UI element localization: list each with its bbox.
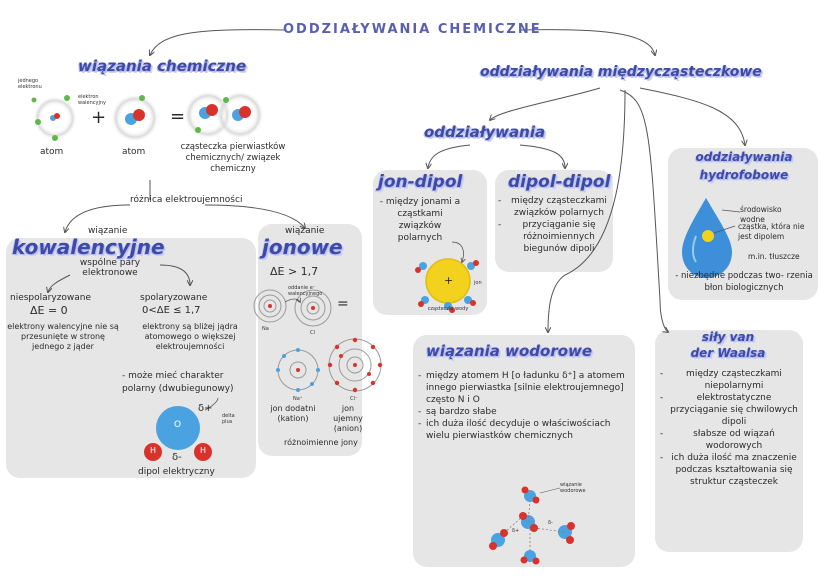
list-item: między atomem H [o ładunku δ⁺] a atomem … [418,370,630,406]
cl-ion-label: Cl⁻ [350,396,358,402]
plus-sign: + [91,107,107,128]
page-title: ODDZIAŁYWANIA CHEMICZNE [283,22,542,37]
hydrophobic-example: m.in. tłuszcze [748,252,800,261]
atom-1-electron [64,95,70,101]
electronegativity-label: różnica elektroujemności [130,195,243,205]
covalent-pre-label: wiązanie [88,226,128,236]
ion-dipole-desc: - między jonami a cząstkami związków pol… [379,197,461,243]
na-label: Na [262,326,269,332]
ionic-equals: = [337,296,349,312]
ionic-pre-label: wiązanie [285,226,325,236]
ion-name-note: jon [474,280,482,286]
interactions-subheading: oddziaływania [424,123,546,141]
atom-1-nucleus-red [54,113,60,119]
molecule-nucleus-red [206,104,218,116]
list-item: między cząsteczkami niepolarnymi [660,368,800,392]
molecule-label: cząsteczka pierwiastków chemicznych/ zwi… [180,142,286,174]
water-cluster [489,486,575,565]
dipole-dipole-heading: dipol-dipol [508,172,611,192]
atom-1-electron [31,97,37,103]
oxygen-label: O [174,420,182,430]
delta-plus-label: δ+ [198,403,213,414]
hydrophobic-desc: - niezbędne podczas two- rzenia błon bio… [675,271,813,293]
hb-delta-plus: δ+ [512,528,520,534]
cl-label: Cl [310,330,315,336]
arrow-title-left [150,29,286,55]
nonpolar-particle-label: cząstka, która nie jest dipolem [738,222,805,241]
intermolecular-heading: oddziaływania międzycząsteczkowe [480,64,762,80]
list-item: między cząsteczkami związków polarnych [498,195,612,219]
covalent-panel [6,238,256,478]
atom-2-electron [139,95,145,101]
list-item: przyciąganie się różnoimiennych biegunów… [498,219,612,255]
nonpolar-particle [702,230,714,242]
character-note: - może mieć charakter polarny (dwubiegun… [122,371,234,394]
molecule-electron [195,127,201,133]
atom-2-nucleus-red [133,109,145,121]
water-molecules-note: cząsteczki wody [427,306,469,312]
covalent-heading: kowalencyjne [12,235,165,259]
dipole-label: dipol elektryczny [138,467,215,477]
atom-label-2: atom [122,147,146,157]
na-ion-electrons [276,348,320,392]
anion-label: jon ujemny (anion) [333,404,363,433]
partial-charge-note: delta plus [222,413,235,425]
atom-1-electron [35,119,41,125]
atom-1-electron [52,135,58,141]
ionic-formula: ΔE > 1,7 [270,265,319,278]
atom-label-1: atom [40,147,64,157]
vdw-list: między cząsteczkami niepolarnymi elektro… [660,368,800,488]
na-ion-label: Na⁺ [293,396,303,402]
ions-note: różnoimienne jony [284,438,358,447]
dipole-dipole-list: między cząsteczkami związków polarnych p… [498,195,612,255]
molecule-nucleus-red [239,106,251,118]
list-item: są bardzo słabe [418,406,630,418]
water-env-label: środowisko wodne [740,205,782,224]
vdw-heading-2: der Waalsa [690,346,766,360]
shared-pairs-label: wspólne pary elektronowe [79,258,141,278]
molecule-electron [223,97,229,103]
nonpolar-title: niespolaryzowane [10,293,92,303]
nonpolar-formula: ΔE = 0 [30,304,68,317]
dipole-hydrogen-left [144,443,162,461]
hydrophobic-heading-2: hydrofobowe [699,168,789,182]
hb-delta-minus: δ- [548,520,553,526]
list-item: ich duża ilość ma znaczenie podczas kszt… [660,452,800,488]
vdw-heading-1: siły van [701,330,755,344]
hydrogen-label-left: H [150,446,157,455]
hydrogen-electron-label: jednego elektronu [18,78,42,90]
hydrogen-bonds-heading: wiązania wodorowe [426,342,593,360]
hydrogen-bonds-list: między atomem H [o ładunku δ⁺] a atomem … [418,370,630,442]
dipole-oxygen [156,406,200,450]
list-item: słabsze od wiązań wodorowych [660,428,800,452]
list-item: ich duża ilość decyduje o właściwościach… [418,418,630,442]
na-atom [253,289,287,323]
ion-dipole-heading: jon-dipol [378,172,463,192]
dipole-hydrogen-right [194,443,212,461]
hydrogen-bond-label: wiązanie wodorowe [560,482,586,494]
ionic-heading: jonowe [262,235,343,259]
hydrogen-label-right: H [200,446,207,455]
polar-title: spolaryzowane [140,293,208,303]
delta-minus-label: δ- [172,452,182,463]
ionic-panel [258,224,362,456]
polar-desc: elektrony są bliżej jądra atomowego o wi… [142,322,238,351]
valence-electron-label: elektron walencyjny [78,94,107,106]
chemical-bonds-heading: wiązania chemiczne [78,57,247,75]
cl-atom [294,289,332,327]
cation-label: jon dodatni (kation) [270,404,316,423]
polar-formula: 0<ΔE ≤ 1,7 [142,305,201,316]
nonpolar-desc: elektrony walencyjne nie są przesunięte … [7,322,119,351]
transfer-note: oddanie e⁻ walencyjnego [288,285,323,297]
equals-sign: = [170,106,186,127]
list-item: elektrostatyczne przyciąganie się chwilo… [660,392,800,428]
arrow-title-right [519,29,655,55]
cl-ion-electrons [327,337,383,393]
ion-plus-label: + [444,274,454,287]
hydrophobic-heading-1: oddziaływania [695,150,793,164]
